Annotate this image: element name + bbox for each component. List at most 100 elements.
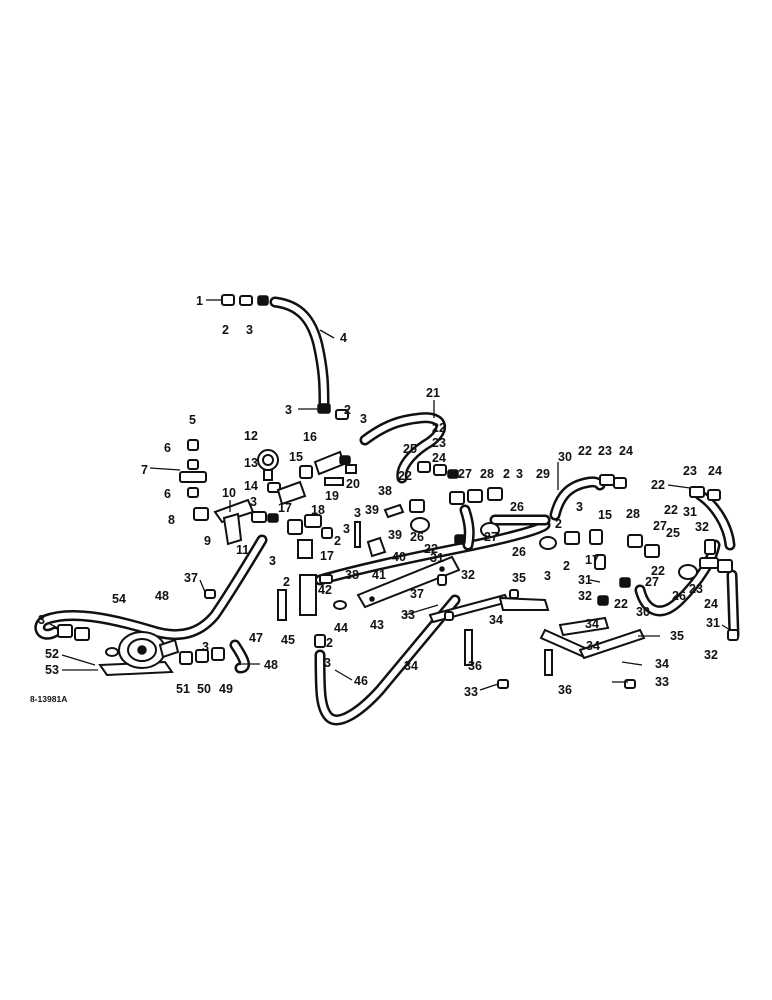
callout-38: 38 <box>345 568 359 582</box>
callout-32: 32 <box>461 568 475 582</box>
callout-24: 24 <box>708 464 722 478</box>
callout-34: 34 <box>489 613 503 627</box>
callout-15: 15 <box>598 508 612 522</box>
callout-14: 14 <box>244 479 258 493</box>
callout-28: 28 <box>626 507 640 521</box>
callout-17: 17 <box>278 501 292 515</box>
hose-48 <box>34 534 268 674</box>
callout-27: 27 <box>653 519 667 533</box>
callout-23: 23 <box>683 464 697 478</box>
callout-3: 3 <box>246 323 253 337</box>
callout-45: 45 <box>281 633 295 647</box>
callout-32: 32 <box>695 520 709 534</box>
callout-3: 3 <box>516 467 523 481</box>
callout-2: 2 <box>222 323 229 337</box>
callout-32: 32 <box>578 589 592 603</box>
callout-2: 2 <box>555 517 562 531</box>
callout-39: 39 <box>388 528 402 542</box>
callout-22: 22 <box>424 542 438 556</box>
callout-24: 24 <box>619 444 633 458</box>
callout-2: 2 <box>563 559 570 573</box>
callout-36: 36 <box>558 683 572 697</box>
callout-11: 11 <box>236 543 249 557</box>
callout-3: 3 <box>250 495 257 509</box>
callout-35: 35 <box>670 629 684 643</box>
callout-44: 44 <box>334 621 348 635</box>
callout-49: 49 <box>219 682 233 696</box>
hose-21 <box>359 412 447 484</box>
pump-54 <box>118 631 180 669</box>
callout-24: 24 <box>704 597 718 611</box>
hose-31-right <box>694 489 740 641</box>
callout-2: 2 <box>344 403 351 417</box>
callout-28: 28 <box>480 467 494 481</box>
callout-2: 2 <box>283 575 290 589</box>
hose-4 <box>269 296 330 411</box>
callout-2: 2 <box>326 636 333 650</box>
callout-37: 37 <box>410 587 424 601</box>
callout-34: 34 <box>585 617 599 631</box>
callout-48: 48 <box>264 658 278 672</box>
callout-26: 26 <box>672 589 686 603</box>
callout-17: 17 <box>585 553 599 567</box>
callout-27: 27 <box>645 575 659 589</box>
strap-43 <box>356 555 461 609</box>
bar-34-c <box>578 628 646 660</box>
callout-33: 33 <box>464 685 478 699</box>
callout-24: 24 <box>432 451 446 465</box>
callout-40: 40 <box>392 550 406 564</box>
callout-3: 3 <box>285 403 292 417</box>
callout-38: 38 <box>378 484 392 498</box>
fittings <box>57 294 739 689</box>
callout-21: 21 <box>426 386 440 400</box>
callout-30: 30 <box>558 450 572 464</box>
callout-12: 12 <box>244 429 258 443</box>
callout-43: 43 <box>370 618 384 632</box>
callout-23: 23 <box>432 436 446 450</box>
callout-33: 33 <box>655 675 669 689</box>
callout-54: 54 <box>112 592 126 606</box>
callout-29: 29 <box>536 467 550 481</box>
callout-23: 23 <box>689 582 703 596</box>
callout-13: 13 <box>244 456 258 470</box>
callout-3: 3 <box>202 640 209 654</box>
callout-30: 30 <box>636 605 650 619</box>
callout-3: 3 <box>360 412 367 426</box>
callout-2: 2 <box>503 467 510 481</box>
callout-18: 18 <box>311 503 325 517</box>
callout-4: 4 <box>340 331 347 345</box>
callout-22: 22 <box>664 503 678 517</box>
hose-46 <box>314 519 551 726</box>
callout-53: 53 <box>45 663 59 677</box>
callout-26: 26 <box>512 545 526 559</box>
callout-5: 5 <box>189 413 196 427</box>
callout-15: 15 <box>289 450 303 464</box>
callout-31: 31 <box>430 551 444 565</box>
callout-3: 3 <box>576 500 583 514</box>
callout-25: 25 <box>666 526 680 540</box>
callout-3: 3 <box>544 569 551 583</box>
callout-52: 52 <box>45 647 59 661</box>
callout-19: 19 <box>325 489 339 503</box>
leader-lines <box>49 299 731 691</box>
callout-50: 50 <box>197 682 211 696</box>
callout-3: 3 <box>269 554 276 568</box>
callout-34: 34 <box>404 659 418 673</box>
callout-31: 31 <box>578 573 592 587</box>
callout-47: 47 <box>249 631 263 645</box>
callout-3: 3 <box>354 506 361 520</box>
callout-33: 33 <box>401 608 415 622</box>
callout-36: 36 <box>468 659 482 673</box>
callout-17: 17 <box>320 549 334 563</box>
callout-labels: 1 2 3 4 3 2 3 21 5 6 7 6 8 9 10 3 11 12 … <box>38 294 722 699</box>
callout-34: 34 <box>586 639 600 653</box>
callout-22: 22 <box>398 469 412 483</box>
hose-31-mid <box>459 504 475 551</box>
callout-22: 22 <box>614 597 628 611</box>
callout-16: 16 <box>303 430 317 444</box>
callout-35: 35 <box>512 571 526 585</box>
callout-39: 39 <box>365 503 379 517</box>
callout-31: 31 <box>683 505 697 519</box>
callout-9: 9 <box>204 534 211 548</box>
